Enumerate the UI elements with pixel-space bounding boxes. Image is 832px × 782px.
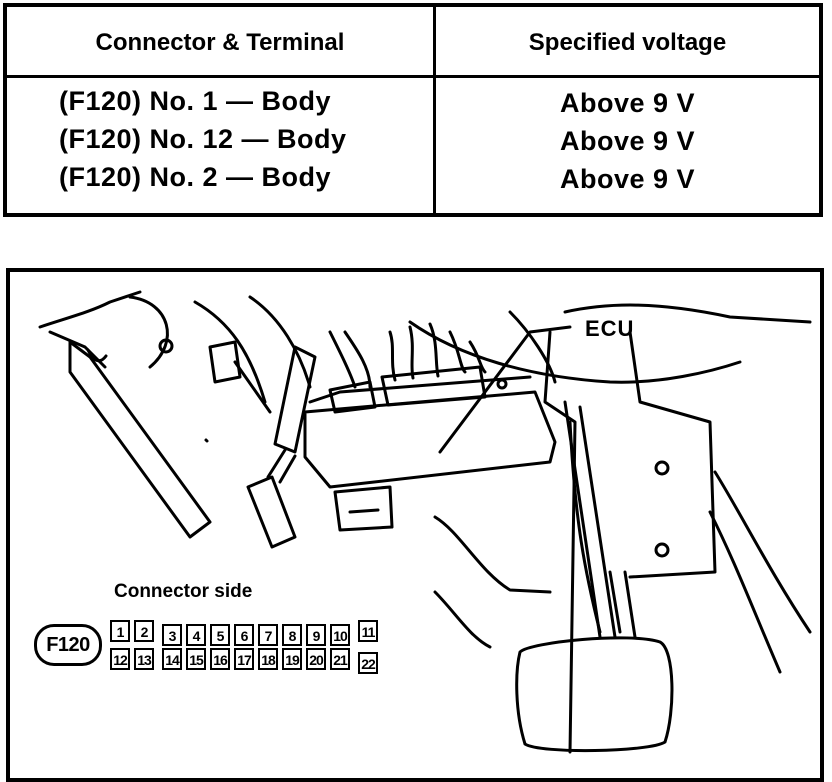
dash-outline bbox=[38, 290, 142, 329]
pin: 5 bbox=[210, 624, 230, 646]
pin: 14 bbox=[162, 648, 182, 670]
pin: 19 bbox=[282, 648, 302, 670]
pin: 22 bbox=[358, 652, 378, 674]
pin: 8 bbox=[282, 624, 302, 646]
ecu-location-illustration: ECU Connector side F120 1 2 3 4 5 6 7 8 … bbox=[6, 268, 824, 782]
pin: 16 bbox=[210, 648, 230, 670]
dash-arc-2 bbox=[248, 295, 312, 389]
under-dash-drawing bbox=[38, 290, 812, 754]
test-lead-top bbox=[273, 345, 317, 454]
wire-upper bbox=[328, 330, 372, 389]
lower-dash-curve bbox=[408, 320, 742, 384]
pin: 20 bbox=[306, 648, 326, 670]
terminal-cell: (F120) No. 1 — Body bbox=[59, 86, 332, 116]
left-duct bbox=[68, 340, 212, 539]
ecu-pointer bbox=[438, 325, 572, 454]
terminal-cell: (F120) No. 2 — Body bbox=[59, 162, 332, 192]
pedal-bracket bbox=[608, 570, 637, 639]
panel-bolt-2 bbox=[654, 542, 670, 558]
pin: 15 bbox=[186, 648, 206, 670]
pin: 6 bbox=[234, 624, 254, 646]
pin: 4 bbox=[186, 624, 206, 646]
ecu-top-edge bbox=[308, 375, 532, 404]
bolt-hole bbox=[158, 338, 174, 354]
wire-to-connector bbox=[233, 360, 272, 414]
pin: 2 bbox=[134, 620, 154, 642]
connector-side-label: Connector side bbox=[114, 581, 253, 602]
ecu-lower-bracket bbox=[333, 485, 394, 532]
column-divider bbox=[433, 7, 436, 213]
pin: 10 bbox=[330, 624, 350, 646]
column-cover bbox=[543, 330, 577, 754]
table-header-row: Connector & Terminal Specified voltage bbox=[7, 7, 819, 78]
voltage-cell: Above 9 V bbox=[559, 126, 696, 156]
wire-right bbox=[508, 310, 557, 384]
pin: 7 bbox=[258, 624, 278, 646]
pin: 1 bbox=[110, 620, 130, 642]
floor-line-2 bbox=[433, 590, 492, 649]
header-specified-voltage: Specified voltage bbox=[528, 29, 727, 56]
pin: 11 bbox=[358, 620, 378, 642]
ecu-connector-b bbox=[380, 365, 487, 407]
panel-edge bbox=[713, 470, 812, 634]
pin: 17 bbox=[234, 648, 254, 670]
ecu-lower-bracket-slot bbox=[348, 508, 380, 514]
floor-line bbox=[433, 515, 552, 594]
pin: 9 bbox=[306, 624, 326, 646]
test-lead-wire bbox=[266, 448, 297, 484]
pin: 21 bbox=[330, 648, 350, 670]
dash-arc bbox=[193, 300, 267, 404]
connector-id-badge: F120 bbox=[34, 624, 102, 666]
ecu-connector-a bbox=[328, 380, 377, 414]
pin: 12 bbox=[110, 648, 130, 670]
table-body: (F120) No. 1 — Body Above 9 V (F120) No.… bbox=[7, 86, 819, 200]
ecu-screw bbox=[496, 378, 508, 390]
pedal-arm-2 bbox=[568, 420, 602, 634]
voltage-cell: Above 9 V bbox=[559, 164, 696, 194]
small-dot bbox=[204, 438, 209, 443]
table-row: (F120) No. 12 — Body Above 9 V bbox=[7, 124, 819, 162]
dash-upper-curve bbox=[128, 295, 169, 369]
header-connector-terminal: Connector & Terminal bbox=[95, 29, 345, 56]
panel-edge-2 bbox=[708, 510, 782, 674]
voltage-cell: Above 9 V bbox=[559, 88, 696, 118]
pin: 13 bbox=[134, 648, 154, 670]
test-lead-probe bbox=[246, 475, 297, 549]
voltage-spec-table: Connector & Terminal Specified voltage (… bbox=[3, 3, 823, 217]
ecu-label: ECU bbox=[585, 316, 635, 341]
ecu-body bbox=[303, 390, 557, 489]
panel-bolt-1 bbox=[654, 460, 670, 476]
pedal-pad bbox=[515, 636, 674, 753]
table-row: (F120) No. 1 — Body Above 9 V bbox=[7, 86, 819, 124]
table-row: (F120) No. 2 — Body Above 9 V bbox=[7, 162, 819, 200]
kick-panel bbox=[628, 330, 717, 579]
pin: 18 bbox=[258, 648, 278, 670]
ecu-harness bbox=[388, 322, 487, 382]
terminal-cell: (F120) No. 12 — Body bbox=[59, 124, 347, 154]
column-cover-2 bbox=[563, 303, 812, 324]
left-duct-inner bbox=[86, 348, 108, 363]
pin: 3 bbox=[162, 624, 182, 646]
small-connector bbox=[208, 340, 242, 384]
